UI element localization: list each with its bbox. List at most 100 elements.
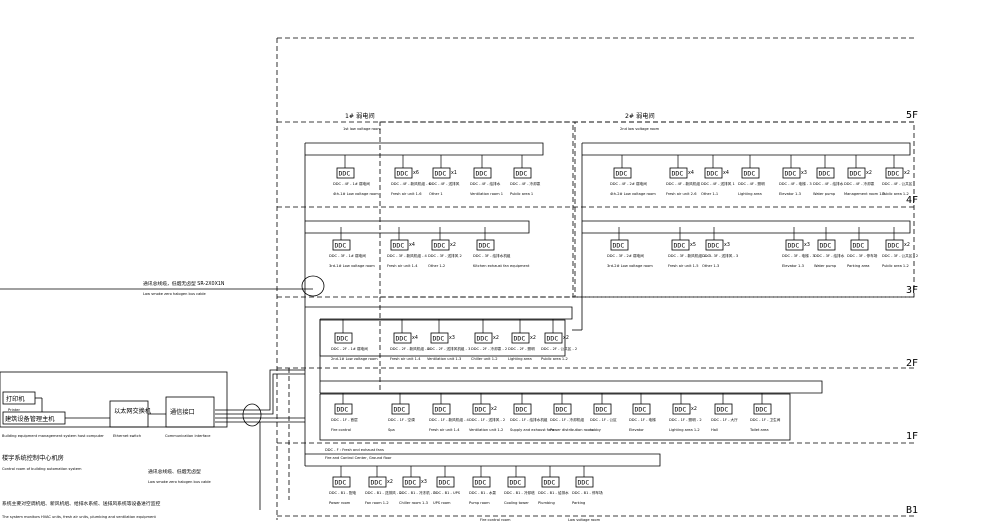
ddc-box-label: DDC	[435, 170, 447, 178]
ddc-sub-label: Chiller unit 1-2	[471, 357, 498, 361]
ddc-sub-label: 4th-1# Low voltage room	[333, 192, 379, 196]
security-bus-note-en: Low smoke zero halogen bus cable	[143, 292, 207, 296]
ddc-box-label: DDC	[785, 170, 797, 178]
ddc-box	[847, 167, 866, 179]
ddc-multiplier: x4	[409, 242, 415, 248]
control-center-label: 楼宇系统控制中心机房	[2, 454, 64, 462]
ddc-box-label: DDC	[708, 242, 720, 250]
ddc-box-label: DDC	[371, 479, 383, 487]
ddc-id-label: DDC - 2F - 公共区 - 2	[541, 346, 577, 351]
bus-3f-right	[582, 220, 911, 234]
ddc-box	[817, 239, 836, 251]
interface-label-en: Communication interface	[165, 434, 211, 438]
ddc-id-label: DDC - B1 - 给排水	[538, 490, 569, 495]
ddc-multiplier: x1	[451, 170, 457, 176]
floor-label-b1: B1	[906, 505, 918, 516]
ddc-id-label: DDC - 3F - 送排风 2	[428, 253, 462, 258]
ddc-box	[672, 403, 691, 415]
ddc-sub-label: Kitchen exhaust fan equipment	[473, 264, 530, 268]
bus-4f-right	[582, 142, 911, 156]
floor-label-5f: 5F	[906, 110, 918, 121]
ddc-box-label: DDC	[439, 479, 451, 487]
ddc-box-label: DDC	[547, 335, 559, 343]
ddc-box-label: DDC	[853, 242, 865, 250]
bus-4f-left	[305, 142, 544, 156]
ddc-sub-label: Other 1-2	[428, 264, 445, 268]
ddc-box-label: DDC	[888, 242, 900, 250]
zone-room-2	[572, 121, 915, 298]
ddc-box	[885, 167, 904, 179]
ddc-id-label: DDC - B1 - 送排风 - 2	[365, 490, 402, 495]
ddc-box	[393, 332, 412, 344]
ddc-id-label: DDC - 2F - 冷却泵 - 2	[471, 346, 507, 351]
ddc-id-label: DDC - 3F - 给排水机组	[473, 253, 511, 258]
ddc-box-label: DDC	[788, 242, 800, 250]
ddc-sub-label: Chiller room 1-3	[399, 501, 428, 505]
ddc-sub-label: UPS room	[433, 501, 451, 505]
ddc-box-label: DDC	[335, 242, 347, 250]
ddc-box	[511, 332, 530, 344]
ddc-id-label: DDC - 2F - 送排风机组 - 3	[427, 346, 470, 351]
ddc-sub-label: Public area 1-2	[882, 264, 909, 268]
ddc-multiplier: x2	[530, 335, 536, 341]
floor-label-2f: 2F	[906, 358, 918, 369]
ddc-box	[473, 167, 492, 179]
ddc-id-label: DDC - 1F - 冷却机组	[550, 417, 584, 422]
ddc-multiplier: x2	[866, 170, 872, 176]
ddc-id-label: DDC - B1 - 冷冻机 - 3	[399, 490, 436, 495]
ddc-box-label: DDC	[396, 335, 408, 343]
ddc-id-label: DDC - 4F - 照明	[738, 181, 765, 186]
ddc-box-label: DDC	[820, 242, 832, 250]
ddc-multiplier: x3	[449, 335, 455, 341]
ddc-sub-label: Lighting area	[508, 357, 532, 361]
trunk-bus-note: 通讯总线缆、低烟无卤型	[148, 468, 201, 475]
ddc-sub-label: Supply and exhaust fans	[510, 428, 554, 432]
ddc-id-label: DDC - 3F - 新风机组 - 4	[387, 253, 428, 258]
ddc-box	[472, 476, 491, 488]
ddc-box-label: DDC	[556, 406, 568, 414]
ddc-id-label: DDC - 2F - 1# 弱电间	[331, 346, 368, 351]
ddc-box	[575, 476, 594, 488]
ddc-box	[610, 239, 629, 251]
floor-label-1f: 1F	[906, 431, 918, 442]
ddc-box	[402, 476, 421, 488]
ddc-box	[332, 239, 351, 251]
ddc-multiplier: x2	[691, 406, 697, 412]
ddc-id-label: DDC - 3F - 送排风 - 3	[702, 253, 738, 258]
bus-b1	[305, 453, 661, 467]
ddc-id-label: DDC - 1F - 空调	[388, 417, 415, 422]
ddc-id-label: DDC - B1 - 水泵	[469, 490, 497, 495]
ddc-sub-label: 4th-2# Low voltage room	[610, 192, 656, 196]
ddc-box-label: DDC	[756, 406, 768, 414]
ddc-box	[593, 403, 612, 415]
ddc-box	[394, 167, 413, 179]
ddc-sub-label: 3rd-2# Low voltage room	[607, 264, 653, 268]
ddc-sub-label: Fresh air unit 1-4	[429, 428, 460, 432]
ddc-box-label: DDC	[397, 170, 409, 178]
ddc-sub-label: Spa	[388, 428, 395, 432]
ddc-id-label: DDC - 2F - 新风机组 - 4	[390, 346, 431, 351]
ddc-box	[553, 403, 572, 415]
ddc-id-label: DDC - 4F - 给排水	[813, 181, 844, 186]
ddc-id-label: DDC - 1F - 新风机组 - 4	[429, 417, 470, 422]
ddc-sub-label: Public area 1-2	[882, 192, 909, 196]
ddc-box	[541, 476, 560, 488]
system-note-en: The system monitors HVAC units, fresh ai…	[1, 515, 156, 519]
ddc-id-label: DDC - 4F - 送排风	[429, 181, 460, 186]
ddc-multiplier: x3	[421, 479, 427, 485]
ddc-sub-label: Toilet area	[749, 428, 769, 432]
ddc-box-label: DDC	[393, 242, 405, 250]
ddc-box	[741, 167, 760, 179]
ddc-id-label: DDC - 4F - 新风机组 - 6	[391, 181, 432, 186]
control-center-label-en: Control room of building automation syst…	[2, 467, 82, 471]
ddc-box-label: DDC	[819, 170, 831, 178]
ddc-multiplier: x2	[493, 335, 499, 341]
ddc-sub-label: Pump room	[469, 501, 490, 505]
ddc-box	[336, 167, 355, 179]
ddc-id-label: DDC - 1F - 卫生间	[750, 417, 781, 422]
ddc-box-label: DDC	[434, 242, 446, 250]
